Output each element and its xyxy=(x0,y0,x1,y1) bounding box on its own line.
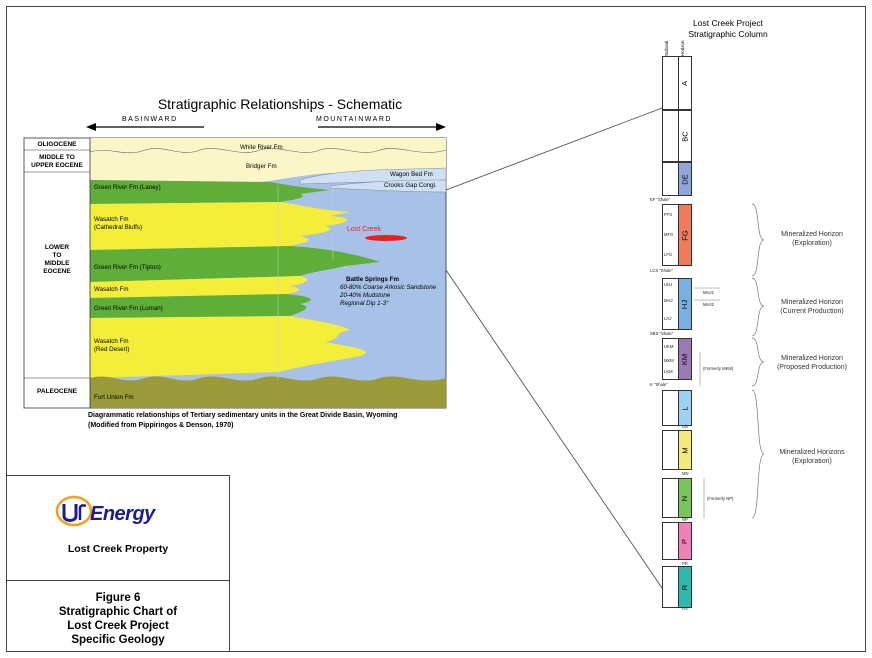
fm-red-desert: Wasatch Fm(Red Desert) xyxy=(94,338,130,353)
fm-wagon-bed: Wagon Bed Fm xyxy=(390,171,433,178)
marker-lhj: LHJ xyxy=(664,316,672,321)
horizon-current-production: Mineralized Horizon(Current Production) xyxy=(780,299,844,315)
horizon-unit xyxy=(678,110,692,162)
marker-lkm: LKM xyxy=(664,369,673,374)
marker-pr: PR xyxy=(682,561,688,566)
horizon-exploration-upper: Mineralized Horizon(Exploration) xyxy=(781,231,843,247)
horizon-exploration-lower: Mineralized Horizons(Exploration) xyxy=(779,449,845,465)
logo-text: Energy xyxy=(90,503,155,525)
marker-ffg: FFG xyxy=(664,212,673,217)
horizon-unit xyxy=(678,162,692,196)
marker-mhj: MHJ xyxy=(664,298,673,303)
fm-wasatch: Wasatch Fm xyxy=(94,286,129,293)
subunit-strip xyxy=(662,162,678,196)
horizon-unit xyxy=(678,278,692,330)
subunit-strip xyxy=(662,478,678,518)
fm-laney: Green River Fm (Laney) xyxy=(94,184,161,191)
marker-mfg: MFG xyxy=(664,232,674,237)
marker-lm: LM xyxy=(682,424,688,429)
title-block xyxy=(6,475,230,652)
schematic-caption: Diagrammatic relationships of Tertiary s… xyxy=(88,412,398,429)
fm-fort-union: Fort Union Fm xyxy=(94,394,134,401)
subunit-strip xyxy=(662,278,678,330)
marker-rs: RS xyxy=(682,606,688,611)
marker-np: NP xyxy=(682,517,688,522)
mountainward-label: MOUNTAINWARD xyxy=(316,116,392,123)
horizon-unit xyxy=(678,204,692,266)
fm-tipton: Green River Fm (Tipton) xyxy=(94,264,161,271)
lost-creek-label: Lost Creek xyxy=(347,226,381,233)
fm-white-river: White River Fm xyxy=(240,144,283,151)
schematic-title: Stratigraphic Relationships - Schematic xyxy=(157,96,403,112)
horizon-unit xyxy=(678,522,692,560)
battle-springs-desc: 60-80% Coarse Arkosic Sandstone 20-40% M… xyxy=(340,284,437,307)
subunit-strip xyxy=(662,390,678,426)
marker-mkm: MKM xyxy=(664,358,674,363)
marker-uhj: UHJ xyxy=(664,282,673,287)
marker-mhj1: MHJ1 xyxy=(703,290,714,295)
horizon-unit xyxy=(678,566,692,608)
horizon-unit xyxy=(678,478,692,518)
horizon-unit xyxy=(678,430,692,470)
marker-formerly-mkm: (Formerly MKM) xyxy=(703,366,734,371)
horizon-proposed-production: Mineralized Horizon(Proposed Production) xyxy=(776,355,848,371)
horizon-unit xyxy=(678,56,692,110)
subunit-strip xyxy=(662,110,678,162)
marker-lfg: LFG xyxy=(664,252,673,257)
subunit-strip xyxy=(662,522,678,560)
horizon-unit xyxy=(678,390,692,426)
marker-ukm: UKM xyxy=(664,344,674,349)
subunit-strip xyxy=(662,430,678,470)
fm-crooks-gap: Crooks Gap Congl. xyxy=(384,182,437,189)
marker-mhj2: MHJ2 xyxy=(703,302,714,307)
fm-battle-springs: Battle Springs Fm xyxy=(346,276,399,283)
ur-energy-logo-icon xyxy=(55,495,93,527)
subunit-strip xyxy=(662,204,678,266)
page-frame xyxy=(6,6,866,652)
basinward-label: BASINWARD xyxy=(122,116,178,123)
subunit-strip xyxy=(662,338,678,380)
subunit-strip xyxy=(662,56,678,110)
subunit-strip xyxy=(662,566,678,608)
figure-caption: Figure 6 Stratigraphic Chart of Lost Cre… xyxy=(58,592,178,646)
marker-ef-shale: EF "Shale" xyxy=(650,197,671,202)
horizon-unit xyxy=(678,338,692,380)
marker-k-shale: K "Shale" xyxy=(650,382,668,387)
marker-mn: MN xyxy=(682,471,689,476)
age-paleocene: PALEOCENE xyxy=(37,388,77,395)
marker-sbs-shale: SBS "Shale" xyxy=(650,331,674,336)
marker-formerly-np: (Formerly NP) xyxy=(707,496,734,501)
fm-cathedral-bluffs: Wasatch Fm(Cathedral Bluffs) xyxy=(94,216,143,231)
fm-luman: Green River Fm (Luman) xyxy=(94,305,163,312)
marker-lcs-shale: LCS "Shale" xyxy=(650,268,673,273)
property-name: Lost Creek Property xyxy=(67,543,169,555)
age-oligocene: OLIGOCENE xyxy=(37,141,77,148)
fm-bridger: Bridger Fm xyxy=(246,163,277,170)
